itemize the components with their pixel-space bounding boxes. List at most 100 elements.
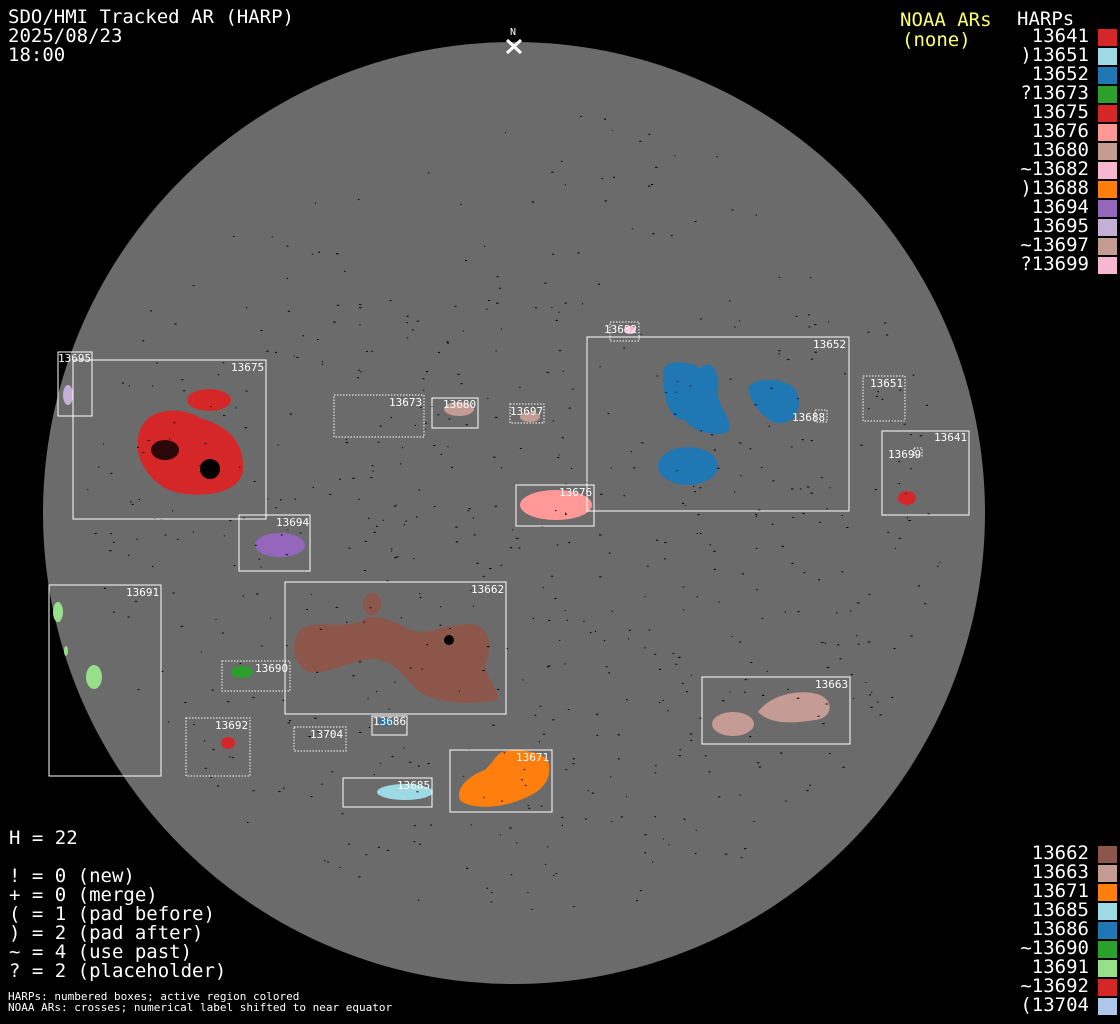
speckle <box>891 696 894 698</box>
speckle <box>772 480 775 482</box>
active-regions <box>53 326 916 807</box>
box-13641 <box>881 430 970 516</box>
legend-label: ~13682 <box>1020 158 1089 180</box>
speckle <box>787 359 790 361</box>
stats-line: ? = 2 (placeholder) <box>9 960 227 982</box>
legend-label: 13686 <box>1020 918 1089 940</box>
speckle <box>572 763 575 765</box>
speckle <box>393 505 396 507</box>
box-13652 <box>586 336 850 512</box>
speckle <box>172 510 174 512</box>
speckle <box>558 350 562 351</box>
speckle <box>648 185 651 187</box>
legend-label: )13651 <box>1020 44 1089 66</box>
speckle <box>383 519 384 521</box>
speckle <box>367 517 370 519</box>
legend-swatch <box>1098 979 1117 996</box>
box-13673 <box>333 394 425 438</box>
speckle <box>302 335 305 337</box>
speckle <box>296 356 299 358</box>
speckle <box>500 328 502 330</box>
speckle <box>271 236 273 238</box>
speckle <box>280 534 283 536</box>
speckle <box>150 310 152 312</box>
speckle <box>199 465 202 467</box>
speckle <box>466 867 469 869</box>
speckle <box>184 702 187 703</box>
speckle <box>912 374 915 376</box>
speckle <box>561 437 564 439</box>
speckle <box>662 700 664 701</box>
speckle <box>152 565 154 567</box>
legend-swatch <box>1098 67 1117 84</box>
speckle <box>795 315 798 317</box>
speckle <box>486 887 489 889</box>
speckle <box>628 629 631 631</box>
speckle <box>254 544 257 546</box>
speckle <box>684 819 686 821</box>
speckle <box>791 562 794 564</box>
speckle <box>659 668 661 670</box>
speckle <box>871 691 873 693</box>
speckle <box>785 800 787 802</box>
speckle <box>567 709 570 711</box>
speckle <box>222 632 224 634</box>
speckle <box>887 531 890 533</box>
speckle <box>734 326 736 328</box>
speckle <box>724 853 728 855</box>
speckle <box>676 381 679 382</box>
label-13685: 13685 <box>397 779 430 792</box>
speckle <box>535 307 538 309</box>
speckle <box>193 724 195 726</box>
speckle <box>925 404 928 406</box>
speckle <box>233 236 235 237</box>
speckle <box>318 251 321 253</box>
speckle <box>856 635 858 637</box>
speckle <box>780 752 783 754</box>
speckle <box>678 755 681 757</box>
speckle <box>261 645 263 647</box>
speckle <box>531 908 533 910</box>
speckle <box>401 447 403 449</box>
stats-block: H = 22! = 0 (new)+ = 0 (merge)( = 1 (pad… <box>9 829 226 981</box>
speckle <box>678 656 681 658</box>
speckle <box>839 658 842 660</box>
speckle <box>626 796 628 798</box>
speckle <box>389 300 392 302</box>
speckle <box>294 498 296 500</box>
speckle <box>894 547 896 549</box>
speckle <box>801 439 804 441</box>
speckle <box>127 616 130 618</box>
speckle <box>810 358 813 360</box>
speckle <box>874 489 877 490</box>
speckle <box>810 492 813 494</box>
speckle <box>256 593 259 595</box>
speckle <box>599 576 602 578</box>
speckle <box>260 566 262 568</box>
speckle <box>192 285 195 287</box>
speckle <box>555 319 558 321</box>
speckle <box>180 625 183 627</box>
speckle <box>521 779 523 781</box>
speckle <box>740 475 742 477</box>
speckle <box>566 619 568 621</box>
speckle <box>476 562 479 564</box>
speckle <box>142 340 145 342</box>
speckle <box>652 861 654 863</box>
speckle <box>568 542 571 544</box>
speckle <box>527 805 529 807</box>
legend-row: 13663 <box>1000 861 1120 883</box>
speckle <box>877 391 879 393</box>
speckle <box>167 721 170 723</box>
speckle <box>346 439 348 441</box>
legend-label: 13663 <box>1020 861 1089 883</box>
speckle <box>868 408 870 410</box>
speckle <box>113 541 115 543</box>
speckle <box>754 404 758 406</box>
speckle <box>683 609 685 611</box>
speckle <box>750 662 753 663</box>
speckle <box>778 353 780 355</box>
speckle <box>275 351 277 353</box>
speckle <box>542 733 546 735</box>
